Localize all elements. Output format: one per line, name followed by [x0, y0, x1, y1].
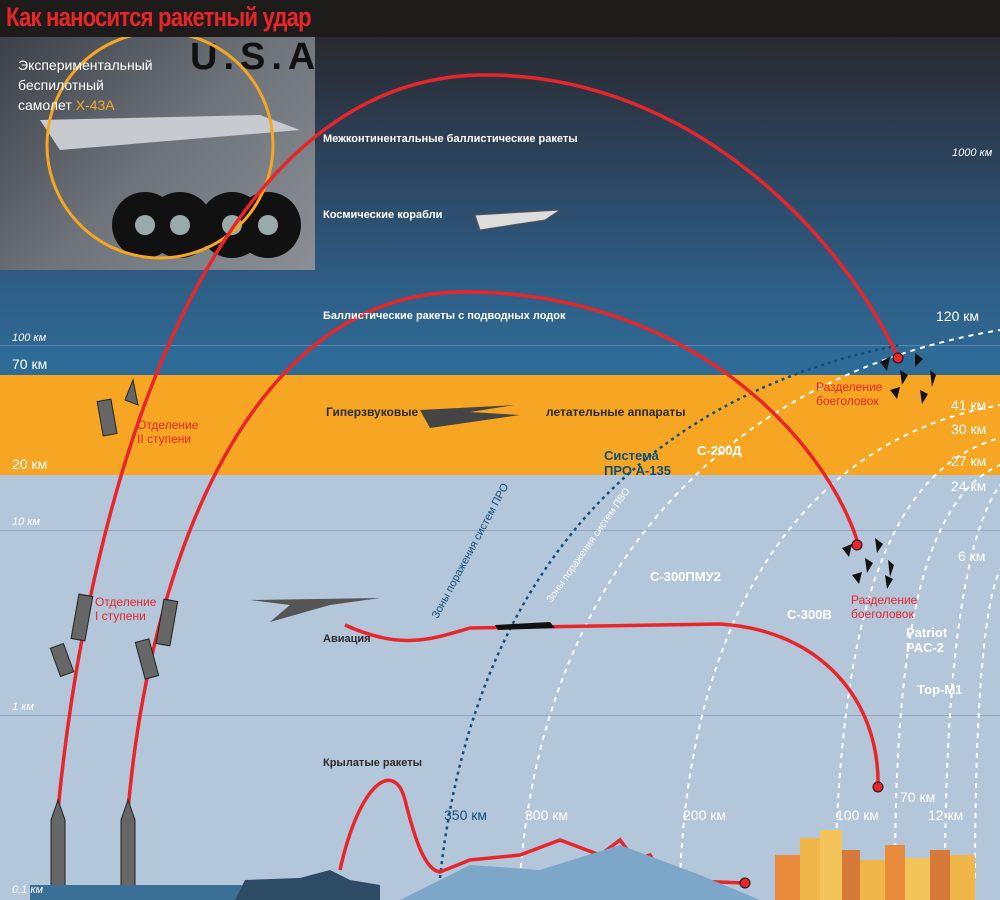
bomber-aircraft — [250, 598, 380, 622]
warship — [235, 870, 380, 900]
label-aviation: Авиация — [323, 633, 371, 645]
space-shuttle — [474, 209, 562, 231]
altitude-10km: 10 км — [12, 516, 41, 528]
range-12km: 12 км — [928, 807, 964, 823]
title-bar — [0, 0, 1000, 37]
stratosphere-band — [0, 375, 1000, 475]
slbm-trajectory — [126, 290, 859, 811]
label-tor-m1: Тор-М1 — [917, 682, 963, 697]
label-icbm: Межконтинентальные баллистические ракеты — [323, 133, 578, 145]
text: PAC-2 — [906, 640, 945, 655]
range-350km: 350 км — [444, 807, 487, 823]
label-s300v: С-300В — [787, 607, 832, 622]
range-200km: 200 км — [683, 807, 726, 823]
caption-line: беспилотный — [18, 77, 104, 93]
altitude-70km: 70 км — [12, 356, 48, 372]
label-s200d: С-200Д — [697, 443, 742, 458]
hypersonic-aircraft — [420, 405, 520, 428]
altitude-100km: 100 км — [12, 332, 47, 344]
text: Отделение — [95, 595, 157, 609]
altitude-20km: 20 км — [12, 456, 48, 472]
aviation-target-point — [872, 781, 884, 793]
warhead-split-point-top — [892, 352, 904, 364]
arc-120km — [519, 329, 1000, 879]
height-30km: 30 км — [951, 421, 987, 437]
city — [775, 830, 975, 900]
stage1-missile-b — [155, 598, 179, 647]
arc-27km — [894, 464, 1000, 879]
range-100km: 100 км — [836, 807, 879, 823]
altitude-1km: 1 км — [12, 701, 34, 713]
label-hypersonic-right: летательные аппараты — [546, 405, 686, 419]
text: I ступени — [95, 609, 146, 623]
cruise-target-point — [739, 877, 751, 889]
stage1-missile-a — [70, 593, 94, 642]
aviation-trajectory — [344, 622, 880, 788]
arc-41km — [679, 404, 1000, 879]
cruise-missile — [495, 622, 555, 630]
submarine — [30, 885, 270, 900]
height-41km: 41 км — [951, 397, 987, 413]
arc-24km — [944, 484, 1000, 879]
label-spacecraft: Космические корабли — [323, 209, 443, 221]
text: ПРО А-135 — [604, 463, 671, 478]
arc-30km — [834, 437, 1000, 879]
x43a-name: X-43A — [75, 97, 115, 113]
text: Система — [604, 448, 659, 463]
text: Разделение — [816, 380, 883, 394]
page-title: Как наносится ракетный удар — [6, 2, 312, 32]
text: Patriot — [906, 625, 948, 640]
arc-6km — [974, 569, 1000, 879]
range-300km: 300 км — [525, 807, 568, 823]
height-24km: 24 км — [951, 478, 987, 494]
altitude-1000km: 1000 км — [952, 147, 993, 159]
warheads-top — [880, 353, 936, 404]
warhead-split-point-low — [851, 539, 863, 551]
line-10km — [0, 530, 1000, 531]
stage1-debris-b — [134, 638, 160, 680]
pvo-zones — [519, 329, 1000, 879]
caption-line: самолет — [18, 97, 72, 113]
icbm-launch — [50, 798, 66, 900]
icbm-trajectory — [56, 73, 900, 811]
mountains — [400, 845, 760, 900]
cruise-trajectory — [338, 778, 746, 885]
wing — [40, 115, 300, 150]
height-120km: 120 км — [936, 308, 979, 324]
altitude-0-1km: 0,1 км — [12, 884, 44, 896]
line-70km — [0, 345, 1000, 346]
stage2-body — [96, 398, 118, 437]
height-6km: 6 км — [958, 548, 986, 564]
stage2-nose — [124, 378, 139, 406]
label-hypersonic-left: Гиперзвуковые — [326, 405, 419, 419]
text: II ступени — [137, 432, 192, 446]
height-27km: 27 км — [951, 453, 987, 469]
text: боеголовок — [851, 607, 914, 621]
line-1km — [0, 715, 1000, 716]
label-s300pmu2: С-300ПМУ2 — [650, 569, 721, 584]
text: Разделение — [851, 593, 918, 607]
range-70km: 70 км — [900, 789, 936, 805]
lower-atmosphere — [0, 475, 1000, 900]
x43a-caption: Экспериментальный беспилотный самолет X-… — [18, 55, 153, 115]
label-cruise: Крылатые ракеты — [323, 757, 422, 769]
warheads-low — [842, 538, 894, 589]
caption-line: Экспериментальный — [18, 57, 153, 73]
text: боеголовок — [816, 394, 879, 408]
label-slbm: Баллистические ракеты с подводных лодок — [323, 310, 566, 322]
slbm-launch — [120, 798, 136, 891]
stage1-debris-a — [49, 642, 75, 678]
text: Отделение — [137, 418, 199, 432]
